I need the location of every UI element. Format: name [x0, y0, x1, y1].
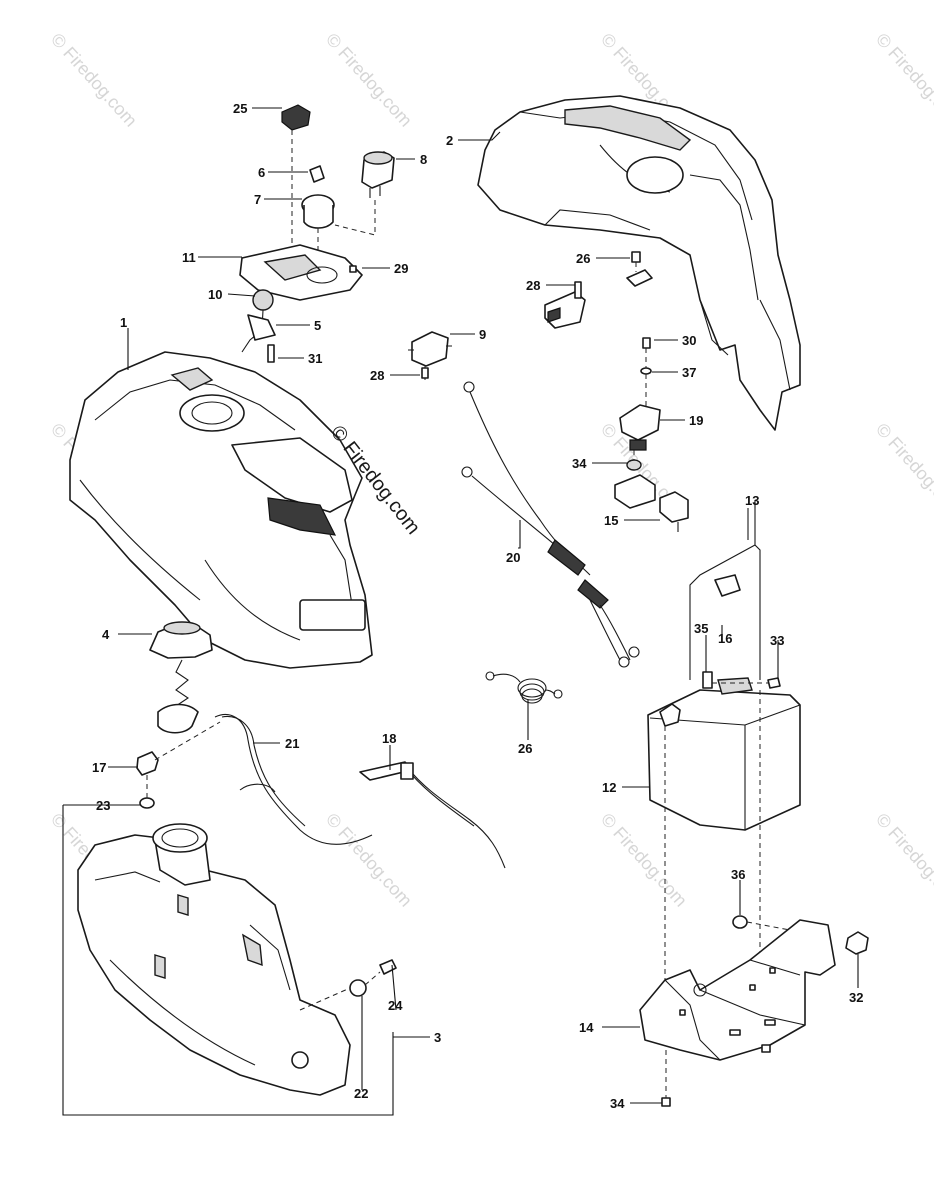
callout-24: 24 — [388, 998, 403, 1013]
callout-5: 5 — [314, 318, 321, 333]
callout-28-relay: 28 — [370, 368, 384, 383]
callout-16: 16 — [718, 631, 732, 646]
callout-15: 15 — [604, 513, 618, 528]
watermark-text: © Firedog.com — [597, 809, 691, 910]
part-2-rear-panel — [477, 95, 801, 431]
part-20-battery-cables — [461, 381, 640, 668]
callout-1: 1 — [120, 315, 127, 330]
part-22-24-grommets — [299, 959, 397, 1011]
parts-19-starter-solenoid — [614, 337, 689, 532]
callout-17: 17 — [92, 760, 106, 775]
callout-6: 6 — [258, 165, 265, 180]
part-9-relay — [408, 331, 452, 380]
watermark-text: © Firedog.com — [872, 419, 934, 520]
part-3-fuel-tank — [62, 804, 394, 1116]
callout-4: 4 — [102, 627, 110, 642]
watermark-text: © Firedog.com — [872, 809, 934, 910]
callout-32: 32 — [849, 990, 863, 1005]
callout-22: 22 — [354, 1086, 368, 1101]
part-21-fuel-hose — [214, 713, 373, 845]
callout-28-panel: 28 — [526, 278, 540, 293]
callout-12: 12 — [602, 780, 616, 795]
part-17-fitting — [136, 721, 221, 809]
part-14-battery-tray — [639, 915, 869, 1107]
callout-33: 33 — [770, 633, 784, 648]
part-1-front-body — [69, 351, 373, 669]
callout-9: 9 — [479, 327, 486, 342]
callout-3: 3 — [434, 1030, 441, 1045]
callout-20: 20 — [506, 550, 520, 565]
callout-34-upper: 34 — [572, 456, 587, 471]
watermark-text: © Firedog.com — [47, 29, 141, 130]
callout-8: 8 — [420, 152, 427, 167]
callout-10: 10 — [208, 287, 222, 302]
callout-11: 11 — [182, 250, 196, 265]
leader-lines — [108, 107, 859, 1104]
part-28-26-bracket — [544, 251, 653, 329]
part-13-cable-battery — [664, 508, 781, 1040]
callout-37: 37 — [682, 365, 696, 380]
callout-13: 13 — [745, 493, 759, 508]
callout-31: 31 — [308, 351, 322, 366]
callout-36: 36 — [731, 867, 745, 882]
part-26-ground-wire — [485, 671, 563, 704]
callout-26-wire: 26 — [518, 741, 532, 756]
watermark-text: © Firedog.com — [322, 809, 416, 910]
callout-18: 18 — [382, 731, 396, 746]
callout-7: 7 — [254, 192, 261, 207]
callout-labels: 25 6 7 8 11 29 10 5 31 1 2 9 28 26 28 30… — [92, 101, 863, 1111]
callout-23: 23 — [96, 798, 110, 813]
watermark-text: © Firedog.com — [872, 29, 934, 130]
callout-19: 19 — [689, 413, 703, 428]
watermark-text: © Firedog.com — [322, 29, 416, 130]
callout-14: 14 — [579, 1020, 594, 1035]
callout-21: 21 — [285, 736, 299, 751]
callout-2: 2 — [446, 133, 453, 148]
callout-35: 35 — [694, 621, 708, 636]
callout-29: 29 — [394, 261, 408, 276]
part-4-fuel-cap — [149, 621, 213, 734]
callout-25: 25 — [233, 101, 247, 116]
part-18-fuel-line — [359, 761, 506, 869]
dashboard-components — [239, 104, 395, 363]
callout-26-panel: 26 — [576, 251, 590, 266]
part-12-battery — [647, 677, 801, 831]
callout-34-lower: 34 — [610, 1096, 625, 1111]
callout-30: 30 — [682, 333, 696, 348]
